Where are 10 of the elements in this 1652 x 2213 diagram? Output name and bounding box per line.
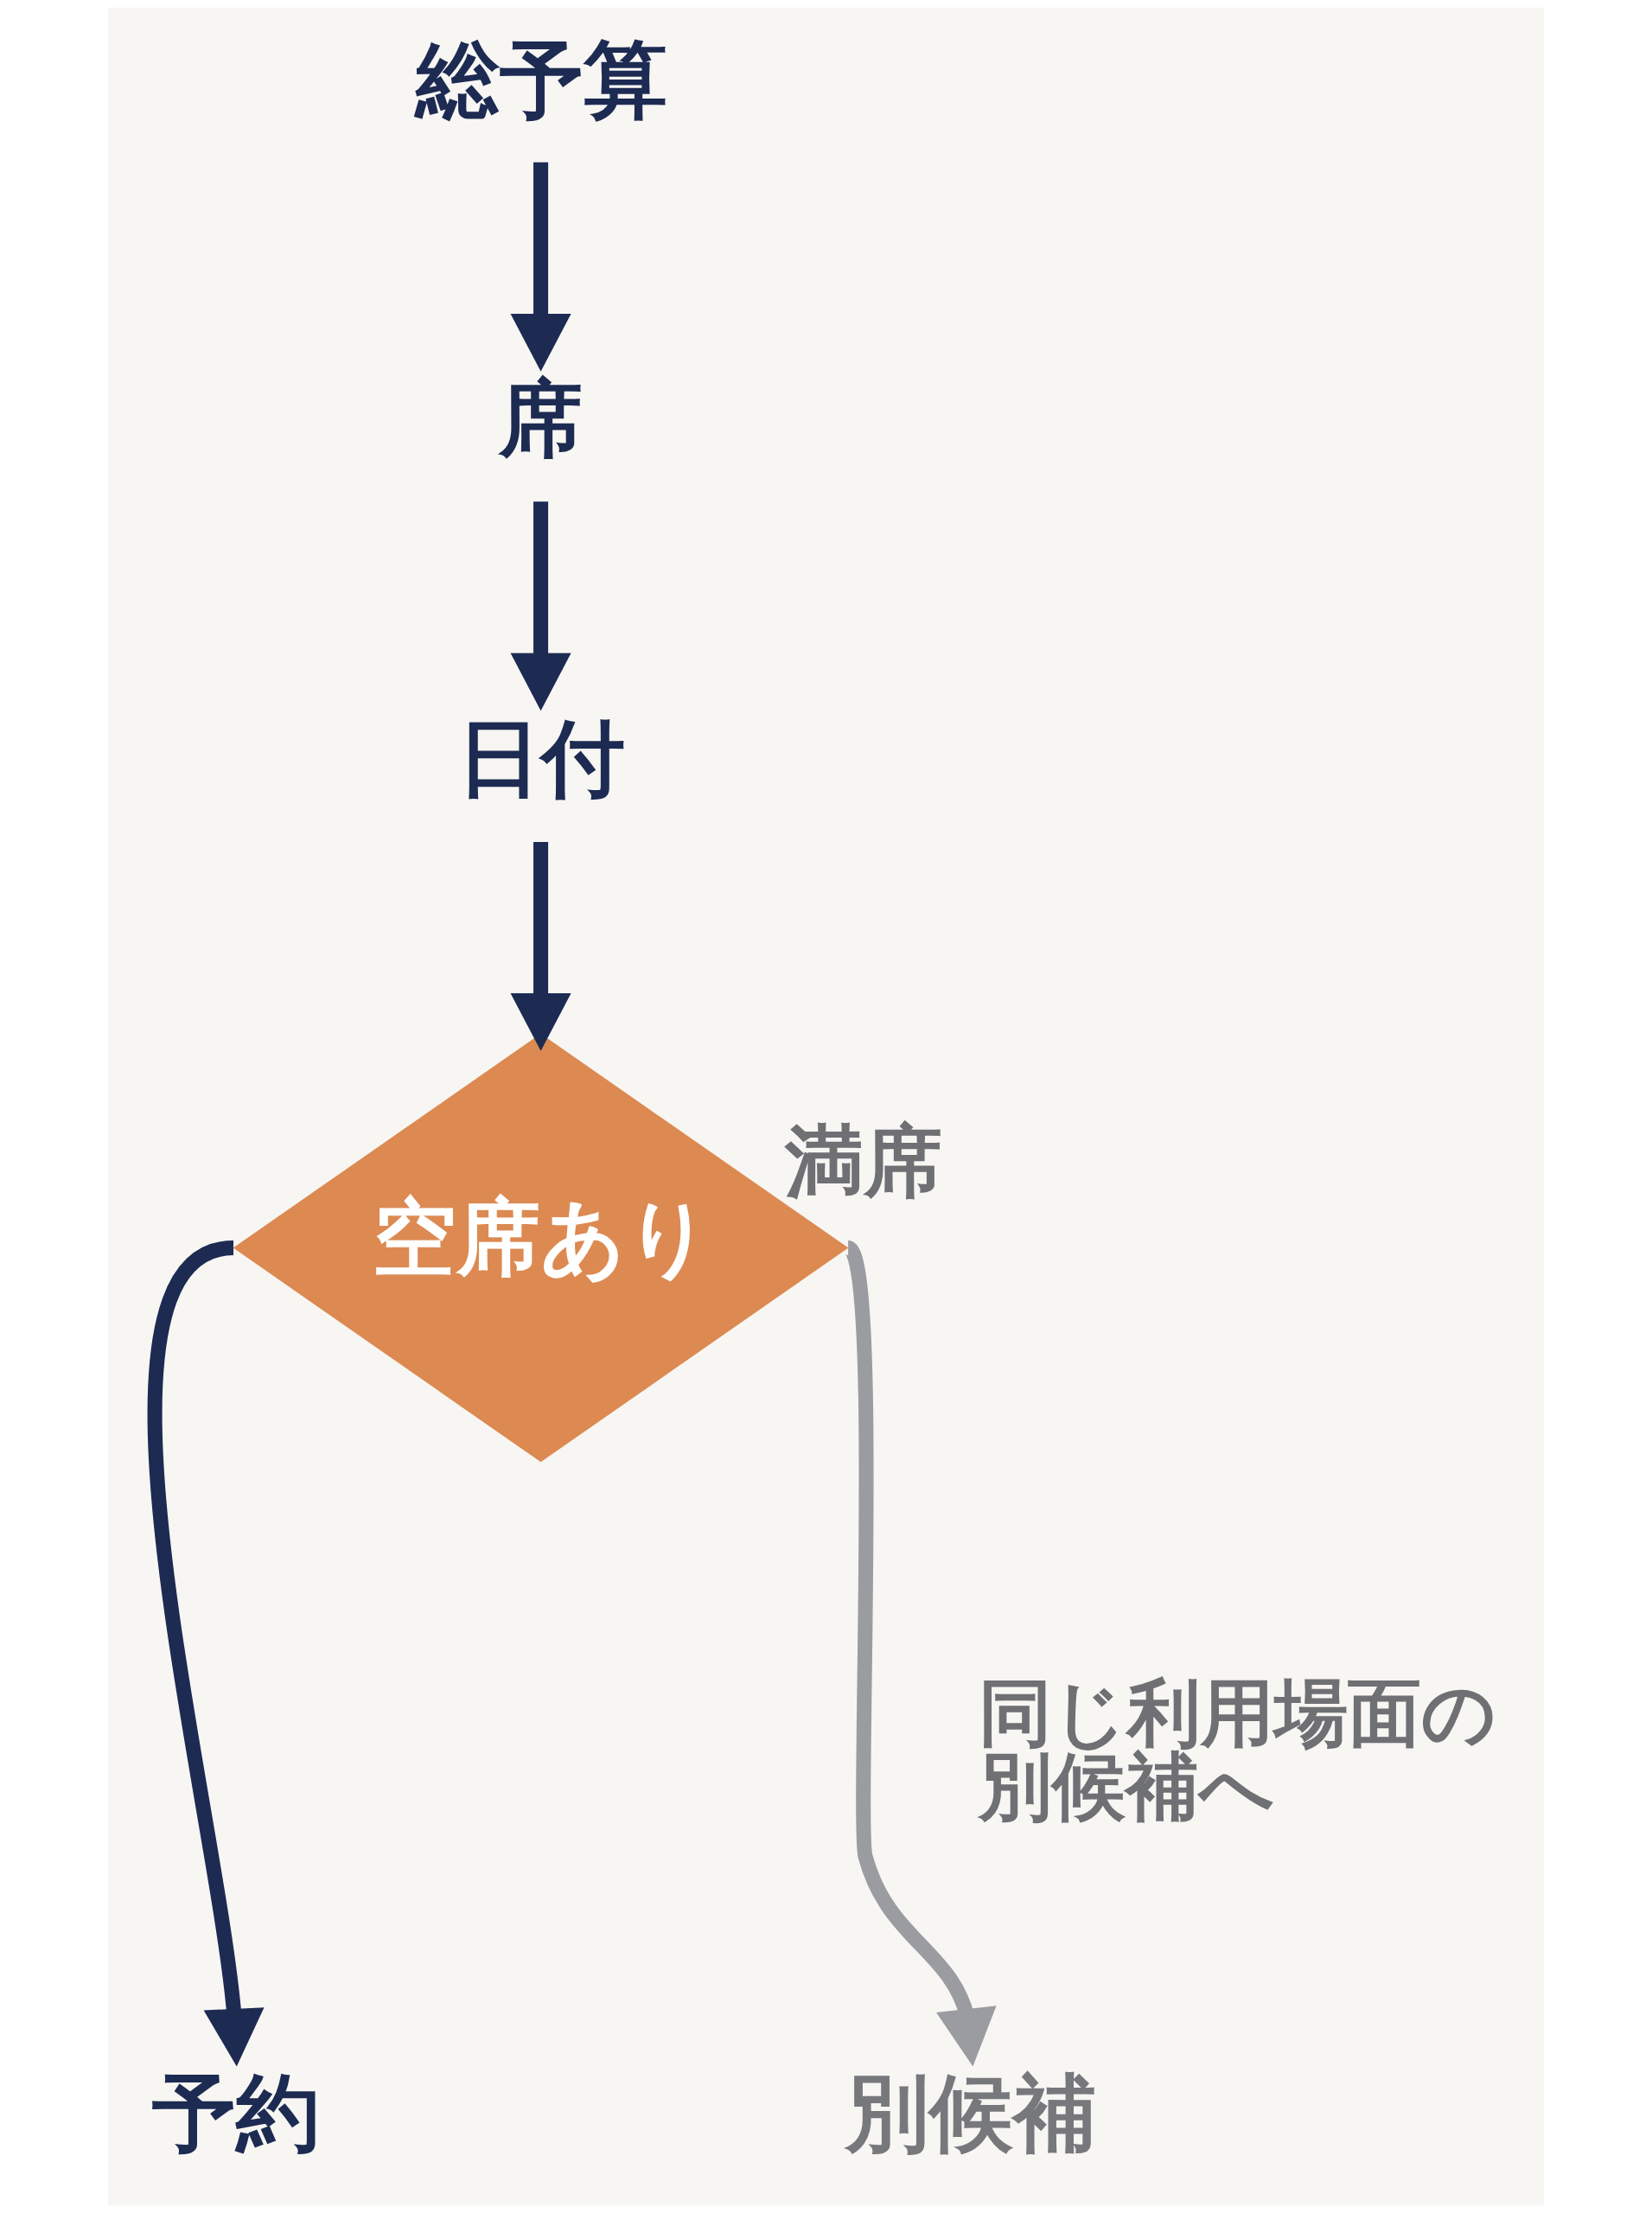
node-text: 別候補 [845, 2063, 1098, 2162]
arrow [510, 162, 571, 372]
label: 同じ利用場面の別候補へ [978, 1669, 1496, 1830]
node-text: 予約 [152, 2063, 321, 2162]
arrow [510, 841, 571, 1051]
arrow [510, 501, 571, 711]
node-text: 席 [499, 370, 584, 469]
node-text: 総予算 [415, 30, 667, 129]
arrow [147, 1240, 265, 2067]
node-text: 日付 [456, 709, 625, 807]
